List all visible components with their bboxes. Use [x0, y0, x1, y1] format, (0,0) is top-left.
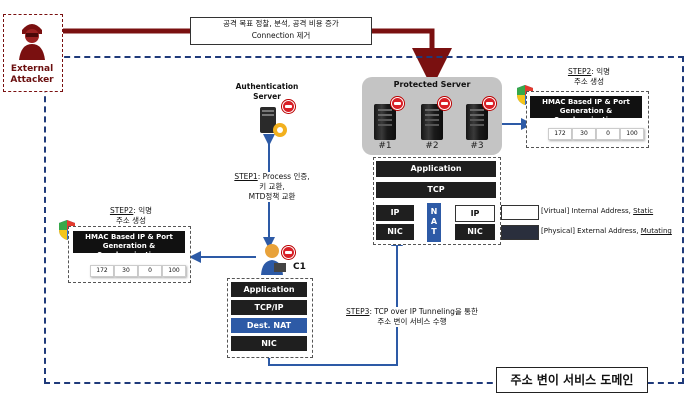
hmac-right-value-1: 172	[548, 128, 572, 140]
service-domain-border	[44, 56, 684, 384]
server-1-number: #1	[378, 141, 392, 151]
auth-server-label: Authentication Server	[226, 82, 308, 102]
hmac-right-title: HMAC Based IP & Port Generation & Synchr…	[530, 96, 642, 124]
legend-physical-text: [Physical] External Address, Mutating	[541, 227, 672, 235]
server-2-number: #2	[425, 141, 439, 151]
client-application-layer: Application	[231, 282, 307, 297]
step1-line1: : Process 인증,	[257, 172, 310, 181]
hmac-left-value-2: 30	[114, 265, 138, 277]
client-label: C1	[293, 262, 306, 272]
step2-right-line2: 주소 생성	[574, 77, 604, 86]
hmac-left-title: HMAC Based IP & Port Generation & Synchr…	[73, 231, 185, 259]
client-dest-nat-layer: Dest. NAT	[231, 318, 307, 333]
auth-server-alert-icon	[282, 100, 295, 113]
server-1-icon	[374, 104, 396, 140]
auth-server-icon	[260, 107, 287, 137]
legend-virtual-swatch	[501, 205, 539, 220]
attacker-label-line1: External	[10, 64, 54, 74]
server-3-number: #3	[470, 141, 484, 151]
domain-label: 주소 변이 서비스 도메인	[496, 367, 648, 393]
hmac-right-value-4: 100	[620, 128, 644, 140]
server-3-alert-icon	[483, 97, 496, 110]
nat-letter-n: N	[430, 207, 438, 216]
hmac-left-line2: Generation & Synchronization	[97, 242, 161, 259]
nat-letter-a: A	[430, 217, 438, 226]
attack-note-line2: Connection 제거	[251, 31, 311, 40]
nat-letter-t: T	[431, 227, 437, 236]
server-2-icon	[421, 104, 443, 140]
server-3-icon	[466, 104, 488, 140]
server-2-alert-icon	[438, 97, 451, 110]
external-attacker-label: External Attacker	[3, 64, 61, 86]
step1-line3: MTD정책 교환	[248, 192, 296, 201]
server-application-layer: Application	[376, 161, 496, 177]
tunnel-path	[263, 234, 403, 366]
nat-block: N A T	[427, 203, 441, 242]
attacker-label-line2: Attacker	[10, 75, 54, 85]
client-alert-icon	[282, 246, 295, 259]
attack-note: 공격 목표 정찰, 분석, 공격 비용 증가 Connection 제거	[190, 17, 372, 45]
client-tcpip-layer: TCP/IP	[231, 300, 307, 315]
step3-line2: 주소 변이 서비스 수행	[377, 317, 447, 326]
server-tcp-layer: TCP	[376, 182, 496, 198]
hmac-left-value-1: 172	[90, 265, 114, 277]
client-nic-layer: NIC	[231, 336, 307, 351]
client-user-icon	[261, 244, 286, 275]
auth-server-line2: Server	[253, 92, 281, 101]
legend-physical-swatch	[501, 225, 539, 240]
shield-left-icon	[59, 220, 75, 240]
step2-right-line1: : 익명	[591, 67, 611, 76]
step1-text: STEP1: Process 인증, 키 교환, MTD정책 교환	[226, 172, 318, 202]
hmac-right-value-3: 0	[596, 128, 620, 140]
server-nic-physical: NIC	[455, 224, 495, 240]
step3-line1: : TCP over IP Tunneling을 통한	[369, 307, 478, 316]
hmac-left-value-4: 100	[162, 265, 186, 277]
hmac-right-line2: Generation & Synchronization	[554, 107, 618, 124]
step2-left-line2: 주소 생성	[116, 216, 146, 225]
step2-right-text: STEP2: 익명 주소 생성	[556, 67, 622, 87]
step1-label: STEP1	[234, 172, 258, 181]
hmac-left-value-3: 0	[138, 265, 162, 277]
server-1-alert-icon	[391, 97, 404, 110]
auth-server-line1: Authentication	[235, 82, 299, 91]
legend-physical-emph: Mutating	[640, 227, 672, 235]
hmac-right-line1: HMAC Based IP & Port	[542, 98, 630, 106]
step1-line2: 키 교환,	[259, 182, 285, 191]
step3-text: STEP3: TCP over IP Tunneling을 통한 주소 변이 서…	[336, 307, 488, 327]
attacker-icon	[19, 24, 45, 60]
step3-label: STEP3	[346, 307, 370, 316]
hmac-right-value-2: 30	[572, 128, 596, 140]
server-nic-layer: NIC	[376, 224, 414, 240]
protected-server-label: Protected Server	[393, 80, 471, 89]
legend-virtual-text: [Virtual] Internal Address, Static	[541, 207, 653, 215]
step2-left-line1: : 익명	[133, 206, 153, 215]
step2-right-label: STEP2	[567, 67, 592, 76]
step2-left-text: STEP2: 익명 주소 생성	[98, 206, 164, 226]
server-ip-layer: IP	[376, 205, 414, 221]
step2-left-label: STEP2	[109, 206, 134, 215]
legend-virtual-emph: Static	[633, 207, 654, 215]
hmac-left-line1: HMAC Based IP & Port	[85, 233, 173, 241]
legend-physical-prefix: [Physical] External Address,	[541, 227, 641, 235]
server-ip-virtual: IP	[455, 205, 495, 222]
attack-arrow	[62, 28, 452, 88]
attack-note-line1: 공격 목표 정찰, 분석, 공격 비용 증가	[223, 19, 339, 28]
legend-virtual-prefix: [Virtual] Internal Address,	[541, 207, 634, 215]
